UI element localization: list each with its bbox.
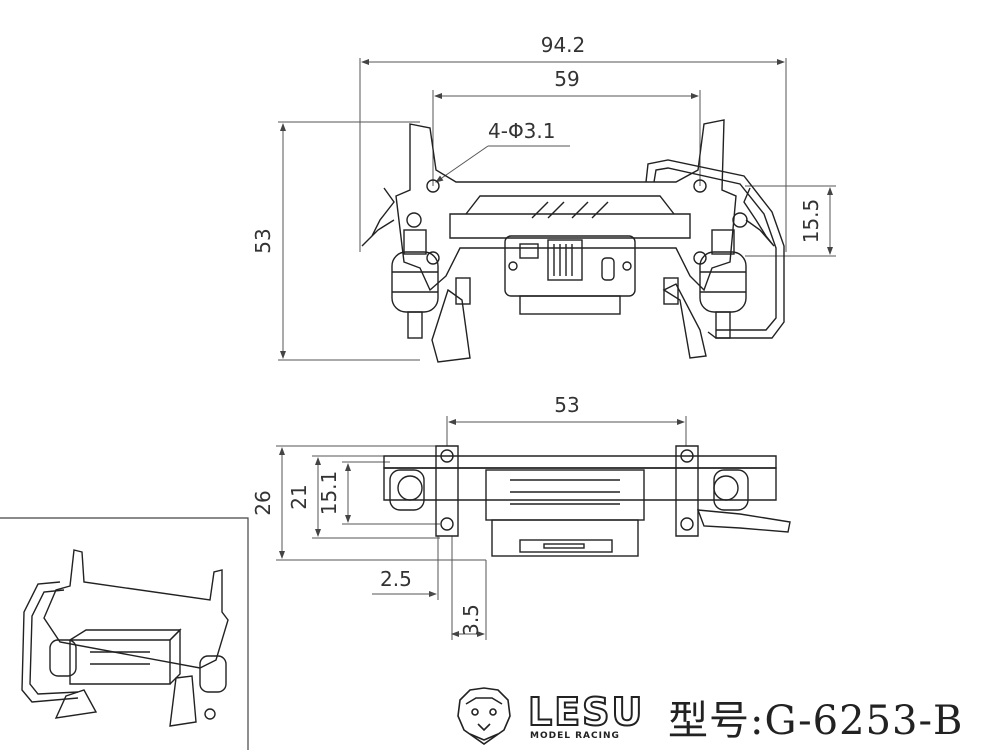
bracket-left bbox=[435, 445, 459, 537]
dim-height bbox=[278, 121, 420, 361]
side-view: 53 26 21 15.1 2.5 3.5 bbox=[251, 393, 791, 640]
foot-left bbox=[431, 288, 471, 363]
dim-label-21: 21 bbox=[287, 484, 311, 509]
step-bar bbox=[645, 159, 785, 339]
dim-side-offsets bbox=[372, 536, 487, 640]
shock-left bbox=[361, 187, 439, 339]
servo-box bbox=[504, 201, 636, 315]
lion-head-icon bbox=[457, 687, 511, 745]
dim-side-width bbox=[446, 416, 687, 446]
dim-label-53-side: 53 bbox=[554, 393, 579, 417]
dim-label-2-5: 2.5 bbox=[380, 567, 412, 591]
top-view: 94.2 59 4-Φ3.1 53 15.5 bbox=[251, 33, 836, 363]
dim-label-hole: 4-Φ3.1 bbox=[488, 119, 556, 143]
dim-label-94-2: 94.2 bbox=[541, 33, 586, 57]
shock-right bbox=[699, 187, 775, 339]
dim-label-59: 59 bbox=[554, 67, 579, 91]
hub-right bbox=[713, 469, 749, 511]
dim-label-3-5: 3.5 bbox=[459, 604, 483, 636]
bracket-right bbox=[675, 445, 699, 537]
brand-subtitle: MODEL RACING bbox=[530, 731, 620, 741]
foot-right bbox=[662, 283, 707, 359]
dim-offset bbox=[745, 185, 836, 257]
dim-hole-spacing bbox=[432, 90, 701, 186]
brand-name: LESU bbox=[527, 689, 645, 735]
model-number: 型号:G-6253-B bbox=[668, 698, 964, 744]
step-side bbox=[696, 509, 791, 533]
dim-label-53-vertical: 53 bbox=[251, 228, 275, 253]
dim-label-15-1: 15.1 bbox=[317, 471, 341, 516]
mount-holes bbox=[426, 179, 707, 265]
servo-box-side bbox=[485, 469, 645, 557]
crossmember-frame bbox=[395, 119, 737, 292]
hole-callout-leader bbox=[435, 145, 570, 183]
dim-side-heights bbox=[276, 445, 486, 561]
dim-overall-width bbox=[359, 58, 787, 252]
side-frame bbox=[383, 455, 777, 469]
dim-label-15-5: 15.5 bbox=[799, 199, 823, 244]
inset-render bbox=[0, 517, 249, 750]
hub-left bbox=[389, 469, 425, 511]
dim-label-26: 26 bbox=[251, 490, 275, 515]
